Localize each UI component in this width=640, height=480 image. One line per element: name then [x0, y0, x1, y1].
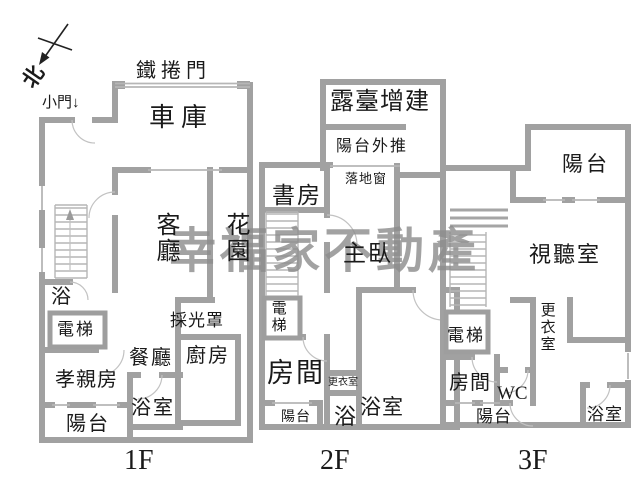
- f1-small-door-label: 小門↓: [42, 94, 80, 111]
- f2-room-label: 房間: [267, 358, 325, 388]
- f1-door-arcs: [69, 119, 163, 400]
- f3-balcony-label: 陽台: [476, 407, 512, 426]
- f2-bathroom-label: 浴室: [360, 396, 404, 419]
- f3-elevator-label: 電梯: [447, 326, 485, 345]
- f2-stairs: [265, 211, 299, 296]
- f1-roller-door-cap-left: [112, 81, 125, 89]
- f2-elevator-box: [261, 295, 303, 341]
- compass-needle: [43, 23, 69, 59]
- f1-garden-label: 花園: [221, 212, 249, 264]
- f1-balcony-label: 陽台: [66, 413, 110, 435]
- f1-roller-door-cap-right: [237, 81, 250, 89]
- f1-elevator-label: 電梯: [57, 320, 95, 339]
- f2-balcony-label: 陽台: [281, 408, 311, 424]
- f2-elevator-label: 電梯: [269, 300, 287, 334]
- f1-bathroom-label: 浴室: [131, 397, 175, 419]
- f3-elevator-box: [443, 309, 491, 355]
- f1-dining-room-label: 餐廳: [129, 347, 173, 369]
- f2-study-label: 書房: [272, 182, 322, 208]
- floor3-walls: [440, 124, 632, 428]
- f2-bath-label: 浴: [334, 404, 357, 429]
- f3-stairs-landing: [450, 208, 508, 228]
- f2-walk-in-closet-label: 更衣室: [328, 377, 358, 388]
- f3-stairs: [449, 232, 487, 307]
- f1-stairs-arrowhead: [66, 209, 74, 220]
- f2-windows: [272, 165, 400, 404]
- f2-terrace-walls: [320, 79, 446, 178]
- f3-wc-label: WC: [497, 383, 528, 404]
- f2-master-bedroom-label: 主臥: [343, 240, 393, 266]
- f1-roller-door-label: 鐵捲門: [136, 60, 211, 82]
- f3-door-arcs: [471, 356, 611, 427]
- f2-floor-label: 2F: [320, 445, 350, 476]
- f1-floor-label: 1F: [124, 445, 154, 476]
- watermark-text: 幸福家不動產: [168, 225, 481, 278]
- f3-floor-label: 3F: [518, 445, 548, 476]
- f1-garage-label: 車庫: [149, 102, 214, 132]
- compass-crossbar: [37, 37, 73, 51]
- f1-outer-walls: [39, 82, 253, 443]
- f1-skylight-label: 採光罩: [170, 311, 224, 330]
- f3-walk-in-closet-label: 更衣室: [538, 302, 556, 353]
- f1-living-room-label: 客廳: [151, 212, 179, 264]
- f1-bath-label: 浴: [51, 286, 71, 308]
- f2-door-arcs: [302, 214, 444, 362]
- f3-av-room-label: 視聽室: [529, 242, 602, 267]
- f1-kitchen-label: 廚房: [186, 345, 230, 367]
- f1-parents-room-label: 孝親房: [55, 369, 118, 391]
- north-compass: [37, 23, 73, 65]
- f1-windows: [41, 169, 222, 406]
- f1-elevator-box: [47, 310, 108, 350]
- floor1-walls: [38, 81, 253, 443]
- f3-windows: [455, 199, 629, 404]
- f3-balcony-top-label: 陽台: [562, 153, 610, 176]
- f1-interior-walls: [39, 167, 253, 443]
- f3-room-label: 房間: [449, 372, 491, 394]
- f2-terrace-addition-label: 露臺增建: [330, 88, 430, 115]
- f1-roller-door-line: [115, 82, 250, 88]
- f2-balcony-extension-label: 陽台外推: [336, 138, 409, 155]
- f3-bathroom-label: 浴室: [587, 405, 623, 424]
- compass-arrowhead-icon: [39, 52, 50, 65]
- f3-outer-walls: [440, 124, 631, 428]
- f2-french-window-label: 落地窗: [345, 171, 388, 186]
- f3-interior-walls: [440, 165, 631, 428]
